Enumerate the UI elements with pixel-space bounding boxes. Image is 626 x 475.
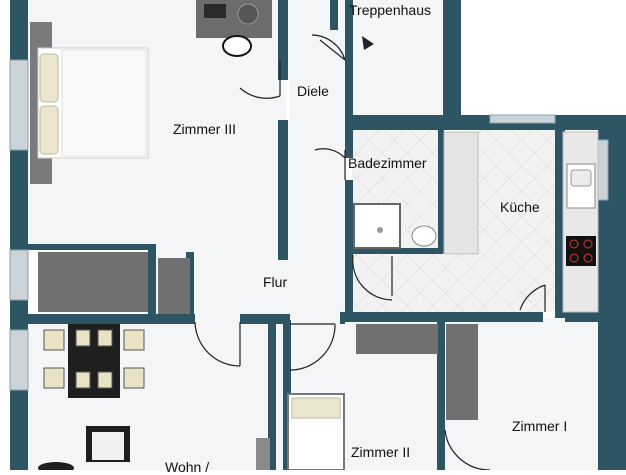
bed-icon-zimmer2 bbox=[287, 393, 345, 470]
room-label-kueche: Küche bbox=[500, 199, 540, 215]
kitchen-counter bbox=[443, 131, 599, 313]
shower-icon bbox=[353, 203, 401, 249]
room-label-badezimmer: Badezimmer bbox=[348, 155, 427, 171]
windows bbox=[9, 59, 609, 391]
bed-icon bbox=[30, 22, 149, 184]
dining-table-icon bbox=[43, 324, 145, 398]
desk-icon bbox=[196, 0, 272, 38]
room-label-flur: Flur bbox=[263, 274, 288, 290]
chair-icon bbox=[222, 35, 252, 57]
room-label-zimmer-2: Zimmer II bbox=[351, 444, 411, 460]
room-label-wohn: Wohn / bbox=[165, 459, 210, 475]
wardrobe-icon-zimmer2 bbox=[256, 324, 438, 470]
stair-arrow-icon bbox=[362, 36, 374, 50]
kitchen-floor bbox=[478, 130, 560, 310]
armchair-icon bbox=[38, 426, 130, 470]
sink-icon bbox=[411, 225, 437, 247]
kitchen-sink-icon bbox=[566, 163, 596, 209]
stove-icon bbox=[566, 236, 596, 266]
wardrobe-icon bbox=[38, 252, 190, 314]
room-label-zimmer-3: Zimmer III bbox=[173, 121, 236, 137]
doors bbox=[194, 34, 546, 470]
room-label-zimmer-1: Zimmer I bbox=[512, 418, 568, 434]
room-label-diele: Diele bbox=[297, 83, 329, 99]
room-label-treppenhaus: Treppenhaus bbox=[349, 2, 431, 18]
wardrobe-icon-zimmer1 bbox=[446, 324, 478, 420]
